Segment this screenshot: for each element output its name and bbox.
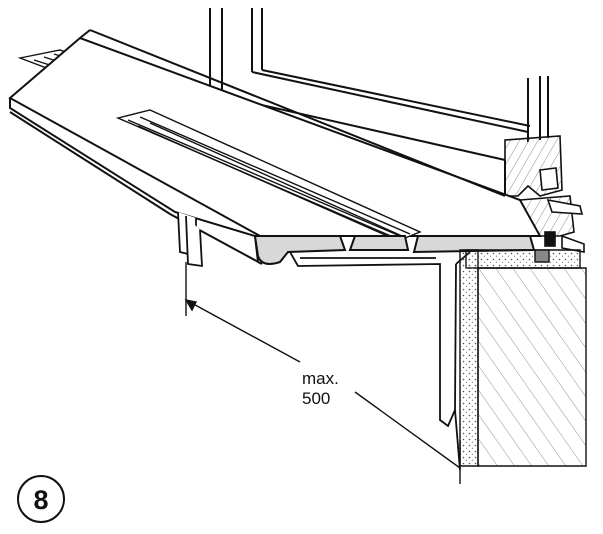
dimension-label-max: max. <box>302 369 339 388</box>
insulation-layer <box>459 249 581 467</box>
front-vent-grille <box>115 109 422 241</box>
masonry-wall <box>477 267 587 467</box>
sill-cross-section <box>253 235 536 265</box>
dimension-line <box>184 262 461 484</box>
figure-number-badge: 8 <box>17 475 65 523</box>
left-bracket <box>177 211 203 268</box>
carrier-profile <box>289 251 471 471</box>
frame-profile-section <box>504 135 585 253</box>
sill-board <box>8 29 542 265</box>
dimension-label-value: 500 <box>302 389 330 408</box>
figure-number: 8 <box>33 485 48 515</box>
